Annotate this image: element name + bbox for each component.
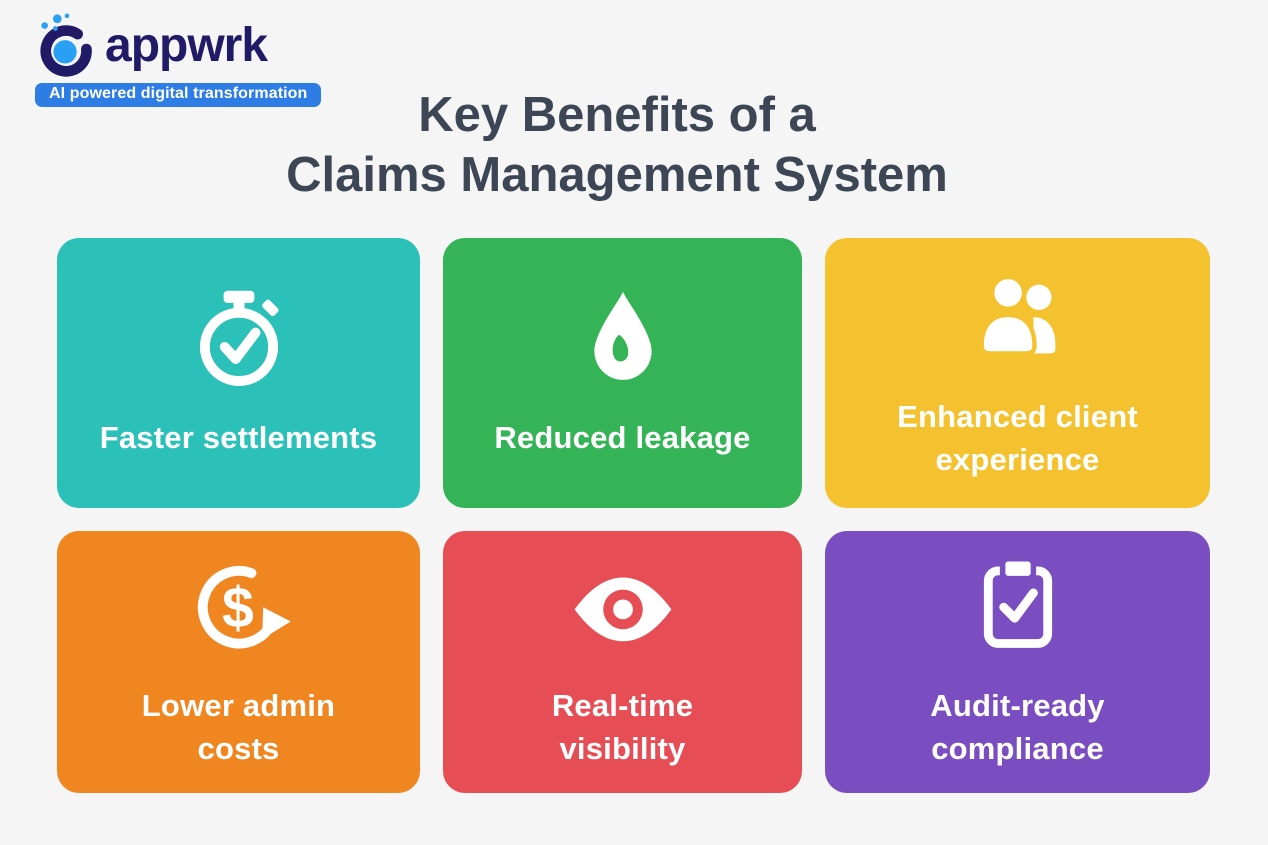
card-real-time-visibility: Real-time visibility	[443, 531, 802, 793]
card-label: Faster settlements	[99, 420, 378, 456]
eye-icon	[574, 577, 671, 641]
page-title-line2: Claims Management System	[286, 147, 948, 202]
card-enhanced-client-experience: Enhanced client experience	[825, 238, 1210, 508]
svg-text:$: $	[221, 576, 253, 640]
appwrk-logo-icon	[40, 13, 92, 77]
page-title: Key Benefits of a Claims Management Syst…	[0, 86, 1251, 206]
card-label: Reduced leakage	[494, 420, 751, 456]
card-reduced-leakage: Reduced leakage	[443, 238, 802, 508]
page-title-line1: Key Benefits of a	[418, 88, 816, 142]
benefits-grid: Faster settlements Reduced leakage Enhan…	[57, 238, 1210, 793]
card-audit-ready-compliance: Audit-ready compliance	[825, 531, 1210, 793]
card-label: Lower admin costs	[141, 687, 336, 766]
card-lower-admin-costs: $ Lower admin costs	[57, 531, 420, 793]
clipboard-check-icon	[983, 555, 1052, 648]
logo-tagline: AI powered digital transformation	[35, 83, 322, 107]
card-label: Enhanced client experience	[897, 398, 1138, 477]
stopwatch-check-icon	[199, 291, 279, 387]
dollar-refresh-icon: $	[197, 565, 291, 649]
card-label: Real-time visibility	[551, 687, 694, 766]
brand-name: appwrk	[105, 19, 268, 72]
people-icon	[978, 274, 1055, 356]
card-faster-settlements: Faster settlements	[57, 238, 420, 508]
water-drop-icon	[593, 292, 652, 381]
card-label: Audit-ready compliance	[930, 687, 1105, 766]
logo: appwrk AI powered digital transformation	[33, 12, 322, 107]
